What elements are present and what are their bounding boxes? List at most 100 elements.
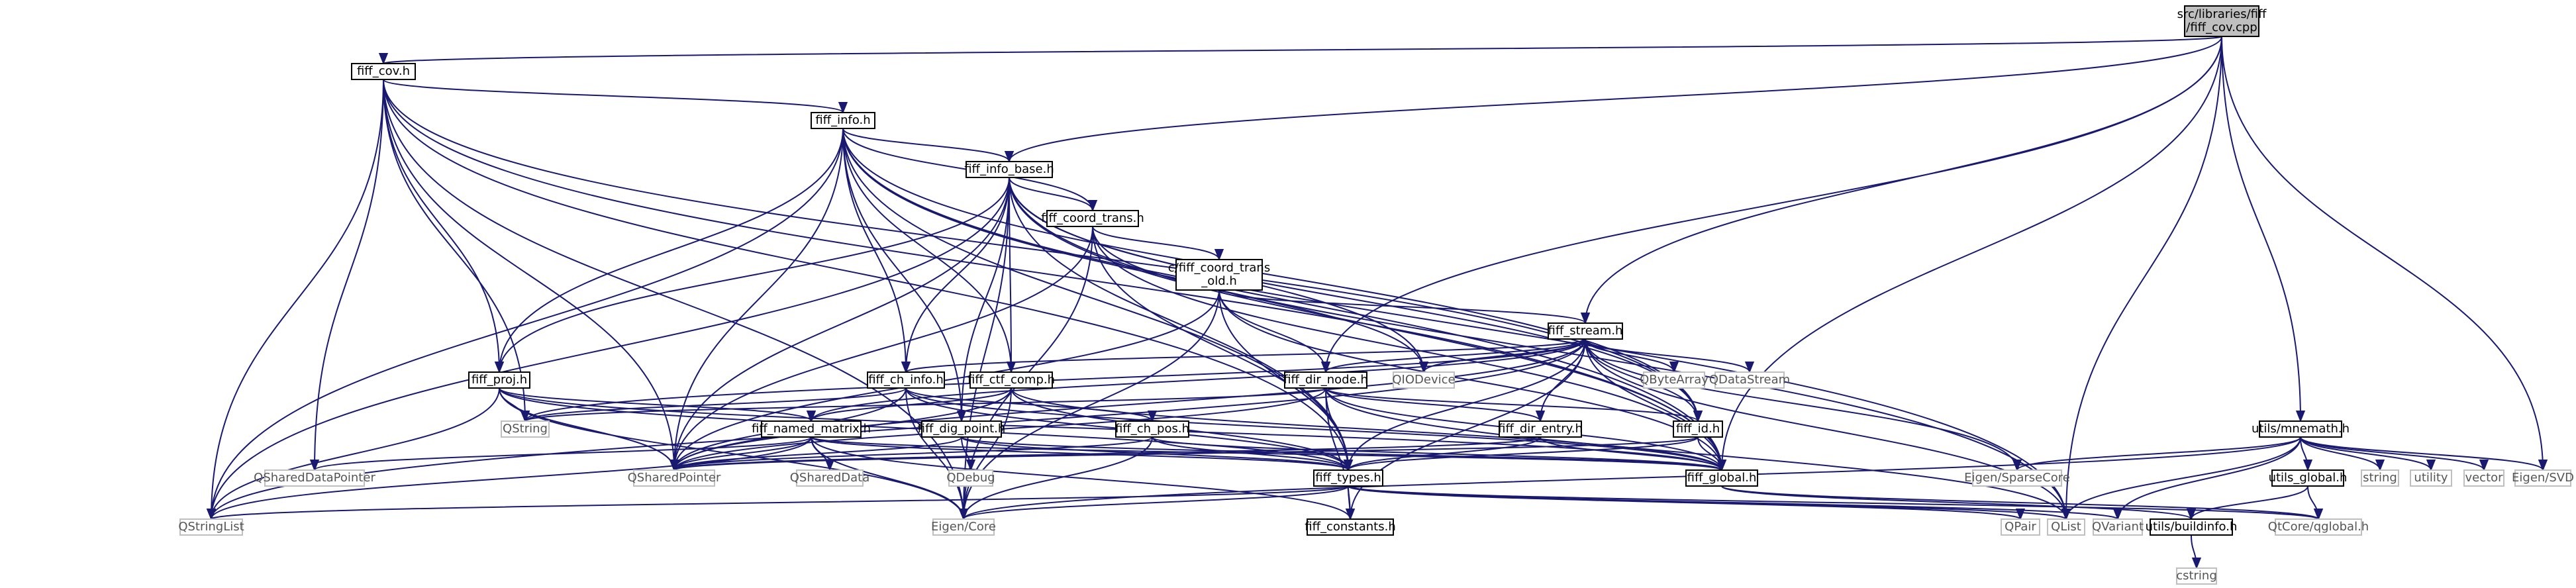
node-fiff-global-h[interactable]: fiff_global.h — [1685, 469, 1758, 487]
node-fiff-ctf-comp-h[interactable]: fiff_ctf_comp.h — [967, 371, 1055, 389]
edge-utils_mnemath_h-to-QList — [2061, 436, 2301, 520]
edge-fiff_dir_node_h-to-fiff_id_h — [1325, 387, 1703, 422]
node-fiff-constants-h[interactable]: fiff_constants.h — [1305, 518, 1396, 536]
node-fiff-dig-point-h[interactable]: fiff_dig_point.h — [918, 420, 1006, 438]
edge-fiff_coord_trans_h-to-c_fiff_coord_trans_old_h — [1092, 226, 1224, 261]
node-root[interactable]: src/libraries/fiff/fiff_cov.cpp — [2177, 5, 2267, 37]
node-label: QString — [503, 422, 548, 436]
edge-fiff_dir_entry_h-to-fiff_types_h — [1343, 436, 1541, 471]
node-fiff-info-h[interactable]: fiff_info.h — [811, 112, 875, 129]
node-label: fiff_dig_point.h — [918, 422, 1006, 436]
node-box — [1393, 371, 1455, 389]
node-box — [351, 63, 416, 80]
node-box — [1499, 420, 1582, 438]
node-box — [1673, 420, 1723, 438]
node-QString[interactable]: QString — [501, 420, 550, 438]
node-box — [966, 161, 1053, 178]
node-label: fiff_cov.h — [357, 64, 410, 78]
node-utility[interactable]: utility — [2410, 469, 2452, 487]
node-label: fiff_dir_node.h — [1283, 373, 1368, 387]
edge-root-to-fiff_stream_h — [1580, 36, 2222, 324]
edge-fiff_dir_entry_h-to-QSharedPointer — [669, 436, 1541, 471]
node-label: fiff_id.h — [1676, 422, 1720, 436]
node-box — [1972, 469, 2062, 487]
edge-fiff_cov_h-to-QString — [383, 79, 530, 422]
node-QSharedPointer[interactable]: QSharedPointer — [628, 469, 721, 487]
edge-fiff_ctf_comp_h-to-fiff_global_h — [1011, 387, 1726, 471]
node-QSharedDataPointer[interactable]: QSharedDataPointer — [254, 469, 375, 487]
node-box — [179, 518, 243, 536]
node-box — [1548, 322, 1623, 340]
node-QVariant[interactable]: QVariant — [2092, 518, 2144, 536]
node-QStringList[interactable]: QStringList — [178, 518, 244, 536]
node-fiff-stream-h[interactable]: fiff_stream.h — [1548, 322, 1623, 340]
edge-fiff_dig_point_h-to-QSharedPointer — [669, 436, 962, 471]
node-utils-buildinfo-h[interactable]: utils/buildinfo.h — [2146, 518, 2238, 536]
node-QList[interactable]: QList — [2047, 518, 2085, 536]
node-label: c/fiff_coord_trans — [1168, 261, 1270, 275]
edge-utils_global_h-to-utils_buildinfo_h — [2186, 485, 2308, 520]
edge-fiff_named_matrix_h-to-fiff_global_h — [811, 436, 1726, 471]
node-box — [2410, 469, 2452, 487]
node-fiff-cov-h[interactable]: fiff_cov.h — [351, 63, 416, 80]
edge-fiff_types_h-to-Eigen_Core — [959, 485, 1349, 520]
node-fiff-id-h[interactable]: fiff_id.h — [1673, 420, 1723, 438]
edge-fiff_types_h-to-QPair — [1348, 485, 2025, 520]
edge-fiff_id_h-to-fiff_global_h — [1697, 436, 1727, 471]
node-utils-global-h[interactable]: utils_global.h — [2269, 469, 2348, 487]
node-fiff-ch-pos-h[interactable]: fiff_ch_pos.h — [1115, 420, 1189, 438]
edge-fiff_ctf_comp_h-to-Eigen_Core — [958, 387, 1012, 520]
node-label: Eigen/Core — [931, 520, 996, 534]
edge-fiff_coord_trans_h-to-QIODevice — [1092, 226, 1429, 373]
edge-fiff_named_matrix_h-to-QSharedDataPointer — [310, 436, 812, 471]
node-fiff-ch-info-h[interactable]: fiff_ch_info.h — [867, 371, 945, 389]
node-box — [2093, 518, 2143, 536]
node-label: QList — [2051, 520, 2081, 534]
node-fiff-coord-trans-h[interactable]: fiff_coord_trans.h — [1041, 210, 1144, 227]
node-vector[interactable]: vector — [2463, 469, 2504, 487]
node-fiff-proj-h[interactable]: fiff_proj.h — [468, 371, 530, 389]
node-fiff-types-h[interactable]: fiff_types.h — [1313, 469, 1383, 487]
node-label: vector — [2465, 471, 2503, 485]
node-label: /fiff_cov.cpp — [2186, 21, 2257, 34]
edge-fiff_info_h-to-QStringList — [206, 128, 844, 520]
edge-fiff_info_base_h-to-fiff_ctf_comp_h — [1006, 177, 1016, 373]
node-QtCore-qglobal-h[interactable]: QtCore/qglobal.h — [2268, 518, 2369, 536]
edge-root-to-fiff_info_base_h — [1005, 36, 2222, 163]
node-c-fiff-coord-trans-old-h[interactable]: c/fiff_coord_trans_old.h — [1168, 259, 1270, 291]
edge-fiff_id_h-to-QSharedPointer — [669, 436, 1699, 471]
node-box — [1115, 420, 1189, 438]
edge-utils_mnemath_h-to-utility — [2300, 436, 2436, 471]
node-box — [1313, 469, 1383, 487]
node-Eigen-SVD[interactable]: Eigen/SVD — [2512, 469, 2574, 487]
node-fiff-dir-entry-h[interactable]: fiff_dir_entry.h — [1498, 420, 1583, 438]
node-QDebug[interactable]: QDebug — [946, 469, 995, 487]
node-QDataStream[interactable]: QDataStream — [1709, 371, 1790, 389]
edge-fiff_types_h-to-QStringList — [207, 485, 1349, 520]
node-label: src/libraries/fiff — [2177, 7, 2267, 21]
node-fiff-dir-node-h[interactable]: fiff_dir_node.h — [1283, 371, 1368, 389]
node-box — [1714, 371, 1785, 389]
node-cstring[interactable]: cstring — [2176, 567, 2217, 585]
node-box — [921, 420, 1002, 438]
node-QIODevice[interactable]: QIODevice — [1392, 371, 1456, 389]
node-fiff-info-base-h[interactable]: fiff_info_base.h — [964, 161, 1054, 178]
edge-fiff_info_base_h-to-fiff_global_h — [1009, 177, 1727, 471]
node-QPair[interactable]: QPair — [2001, 518, 2040, 536]
node-QByteArray[interactable]: QByteArray — [1640, 371, 1709, 389]
node-string[interactable]: string — [2361, 469, 2399, 487]
edge-fiff_proj_h-to-QStringList — [206, 387, 500, 520]
edge-fiff_ch_info_h-to-Eigen_Core — [905, 387, 969, 520]
node-fiff-named-matrix-h[interactable]: fiff_named_matrix.h — [752, 420, 871, 438]
node-label: QDataStream — [1709, 373, 1790, 387]
node-Eigen-Core[interactable]: Eigen/Core — [931, 518, 996, 536]
node-Eigen-SparseCore[interactable]: Eigen/SparseCore — [1964, 469, 2070, 487]
node-box — [969, 371, 1053, 389]
node-box — [2001, 518, 2040, 536]
node-utils-mnemath-h[interactable]: utils/mnemath.h — [2252, 420, 2350, 438]
node-label: _old.h — [1201, 274, 1237, 288]
node-label: fiff_ctf_comp.h — [967, 373, 1055, 387]
edge-fiff_info_h-to-fiff_types_h — [842, 128, 1354, 471]
node-QSharedData[interactable]: QSharedData — [790, 469, 870, 487]
